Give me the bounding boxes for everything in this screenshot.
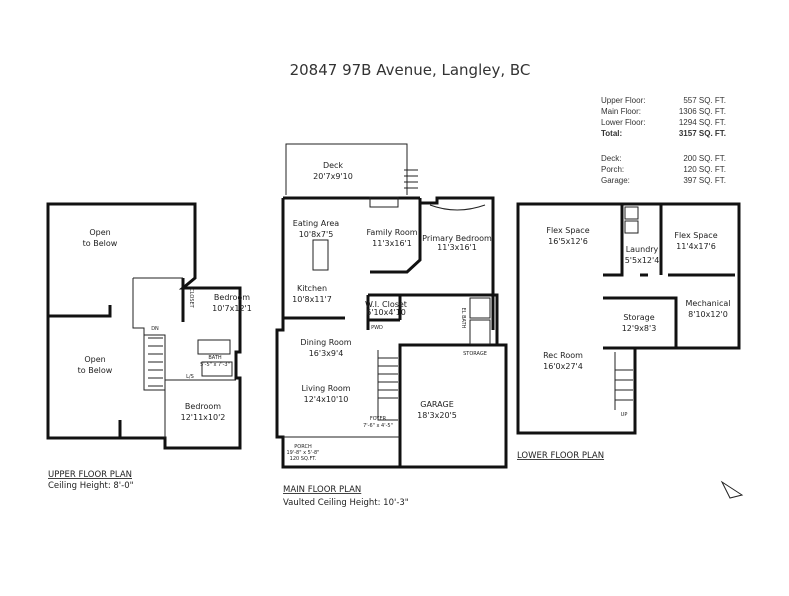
room-name: FOYER xyxy=(370,416,387,422)
area-value: 120 SQ. FT. xyxy=(683,165,726,174)
area-value: 397 SQ. FT. xyxy=(683,176,726,185)
area-summary-table: Upper Floor: 557 SQ. FT. Main Floor: 130… xyxy=(601,96,726,185)
north-arrow-icon xyxy=(720,480,744,499)
room-name: Mechanical xyxy=(685,299,730,308)
room-dims: 10'7x12'1 xyxy=(212,304,252,313)
upper-floor-plan: Open to Below Open to Below Bedroom 10'7… xyxy=(46,202,252,491)
room-dims: 16'3x9'4 xyxy=(309,349,344,358)
room-name: Bedroom xyxy=(214,293,250,302)
room-dims: 11'3x16'1 xyxy=(437,243,477,252)
room-dims: 16'5x12'6 xyxy=(548,237,588,246)
room-name: Living Room xyxy=(301,384,350,393)
room-dims: to Below xyxy=(83,239,118,248)
room-dims: 19'-8" x 5'-8" xyxy=(286,450,319,456)
room-dims: 11'3x16'1 xyxy=(372,239,412,248)
room-dims: 6'10x4'10 xyxy=(366,308,406,317)
room-name: Flex Space xyxy=(546,226,589,235)
room-dims: 12'11x10'2 xyxy=(181,413,226,422)
lower-plan-title: LOWER FLOOR PLAN xyxy=(517,451,604,461)
linen-label: L/S xyxy=(186,374,194,380)
room-dims: 8'10x12'0 xyxy=(688,310,728,319)
upper-plan-title: UPPER FLOOR PLAN xyxy=(48,470,132,480)
stair-label: DN xyxy=(151,326,159,332)
room-name: Dining Room xyxy=(300,338,351,347)
room-name: Bedroom xyxy=(185,402,221,411)
lower-floor-plan: Flex Space 16'5x12'6 Laundry 5'5x12'4 Fl… xyxy=(516,202,741,461)
area-label: Garage: xyxy=(601,176,630,185)
area-label: Porch: xyxy=(601,165,624,174)
room-name: Family Room xyxy=(366,228,417,237)
storage-label: STORAGE xyxy=(463,351,487,357)
room-dims: 18'3x20'5 xyxy=(417,411,457,420)
area-label: Total: xyxy=(601,129,622,138)
stair-label: UP xyxy=(621,412,628,418)
room-name: Laundry xyxy=(626,245,659,254)
upper-ceiling-height: Ceiling Height: 8'-0" xyxy=(48,481,134,491)
room-dims: 20'7x9'10 xyxy=(313,172,353,181)
room-dims: 5'-5" x 7'-3" xyxy=(200,362,230,368)
page-title: 20847 97B Avenue, Langley, BC xyxy=(290,61,531,79)
area-value: 3157 SQ. FT. xyxy=(679,129,726,138)
area-value: 1294 SQ. FT. xyxy=(679,118,726,127)
room-dims: to Below xyxy=(78,366,113,375)
area-value: 557 SQ. FT. xyxy=(683,96,726,105)
room-name: Storage xyxy=(623,313,654,322)
room-dims: 10'8x7'5 xyxy=(299,230,334,239)
room-name: Open xyxy=(89,228,110,237)
area-label: Lower Floor: xyxy=(601,118,645,127)
room-name: Kitchen xyxy=(297,284,327,293)
area-label: Main Floor: xyxy=(601,107,641,116)
pwd-label: PWD xyxy=(371,325,383,331)
room-name: BATH xyxy=(208,355,222,361)
room-name: Open xyxy=(84,355,105,364)
area-value: 1306 SQ. FT. xyxy=(679,107,726,116)
area-label: Deck: xyxy=(601,154,621,163)
room-dims: 7'-6" x 4'-5" xyxy=(363,423,393,429)
main-ceiling-height: Vaulted Ceiling Height: 10'-3" xyxy=(283,498,409,508)
room-name: Deck xyxy=(323,161,343,170)
room-name: PORCH xyxy=(294,444,312,450)
area-label: Upper Floor: xyxy=(601,96,645,105)
room-dims: 12'9x8'3 xyxy=(622,324,657,333)
bath-label: EL BATH xyxy=(460,308,466,329)
room-name: Rec Room xyxy=(543,351,583,360)
area-value: 200 SQ. FT. xyxy=(683,154,726,163)
main-floor-plan: Deck 20'7x9'10 Eating Area 10'8x7'5 Fami… xyxy=(275,143,508,508)
closet-label: CLOSET xyxy=(188,288,194,308)
room-dims: 16'0x27'4 xyxy=(543,362,583,371)
room-dims: 5'5x12'4 xyxy=(625,256,660,265)
room-name: W.I. Closet xyxy=(365,300,407,309)
room-name: Primary Bedroom xyxy=(422,234,492,243)
room-name: GARAGE xyxy=(420,400,454,409)
porch-area: 120 SQ.FT. xyxy=(290,456,317,462)
room-name: Eating Area xyxy=(293,219,340,228)
room-dims: 10'8x11'7 xyxy=(292,295,332,304)
room-name: Flex Space xyxy=(674,231,717,240)
room-dims: 11'4x17'6 xyxy=(676,242,716,251)
main-plan-title: MAIN FLOOR PLAN xyxy=(283,485,361,495)
room-dims: 12'4x10'10 xyxy=(304,395,349,404)
